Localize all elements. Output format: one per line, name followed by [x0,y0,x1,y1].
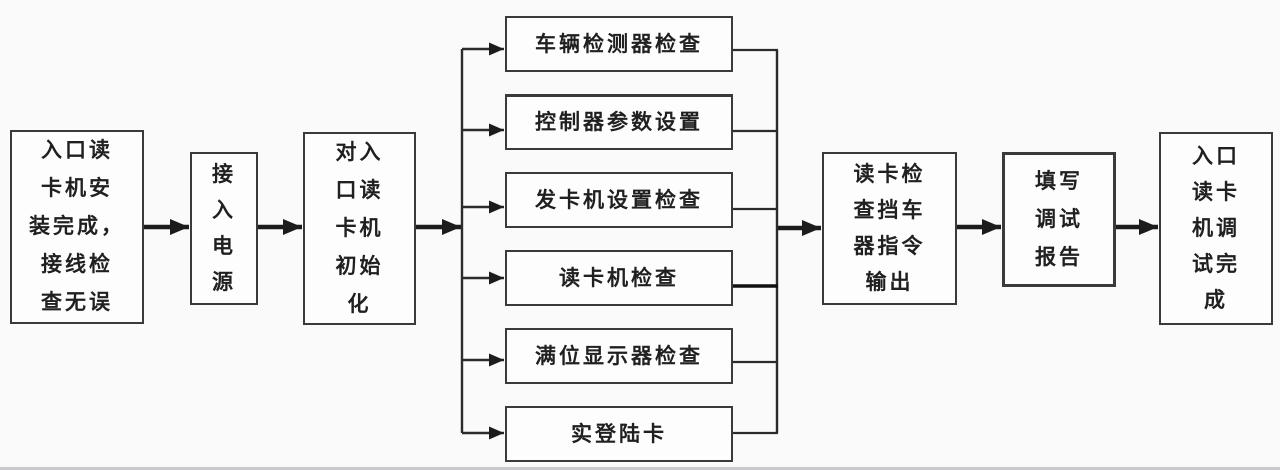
node-check-card-reader: 读卡机检查 [505,250,733,306]
node-init-reader: 对入 口读 卡机 初始 化 [303,132,416,325]
node-check-full-display: 满位显示器检查 [505,328,733,384]
node-check-full-display-label: 满位显示器检查 [535,344,703,368]
node-connect-power-label: 接 入 电 源 [212,162,236,294]
node-fill-report-label: 填写 调试 报告 [1035,169,1083,269]
node-install-complete: 入口读 卡机安 装完成， 接线检 查无误 [10,130,144,324]
node-check-controller-params-label: 控制器参数设置 [535,111,703,134]
node-check-login-card: 实登陆卡 [505,406,733,462]
node-check-controller-params: 控制器参数设置 [505,94,733,150]
node-check-dispenser-settings-label: 发卡机设置检查 [535,188,703,212]
node-check-vehicle-detector: 车辆检测器检查 [505,16,733,72]
node-debug-complete: 入口 读卡 机调 试完 成 [1159,132,1273,325]
node-check-card-reader-label: 读卡机检查 [559,266,679,290]
node-check-vehicle-detector-label: 车辆检测器检查 [535,32,703,56]
node-check-dispenser-settings: 发卡机设置检查 [505,172,733,228]
node-connect-power: 接 入 电 源 [190,152,258,305]
node-fill-report: 填写 调试 报告 [1002,152,1116,287]
node-init-reader-label: 对入 口读 卡机 初始 化 [335,140,384,316]
node-install-complete-label: 入口读 卡机安 装完成， 接线检 查无误 [29,139,125,314]
node-cmd-output-label: 读卡检 查挡车 器指令 输出 [853,162,926,294]
node-cmd-output: 读卡检 查挡车 器指令 输出 [822,152,957,305]
node-debug-complete-label: 入口 读卡 机调 试完 成 [1192,144,1240,312]
bottom-edge-strip [0,467,1280,470]
node-check-login-card-label: 实登陆卡 [571,422,667,446]
